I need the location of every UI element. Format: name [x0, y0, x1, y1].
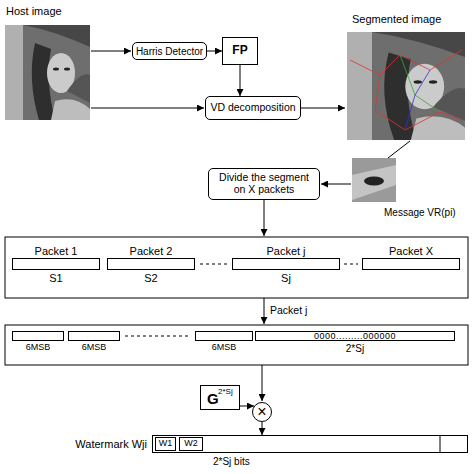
ellipsis-dash: [344, 264, 358, 265]
generator-box: G2*Sj: [200, 385, 240, 410]
connector-arrow: [207, 51, 222, 52]
node-text: W1: [156, 439, 175, 449]
cell-divider: [440, 435, 441, 453]
arrow-label: Packet j: [270, 305, 307, 317]
eye-image: [352, 158, 396, 202]
node-text: Packet X: [353, 245, 469, 257]
multiply-circle: ×: [252, 402, 272, 422]
packet-box: Packet jSj: [232, 258, 340, 270]
segment-lines: [350, 50, 462, 130]
node-text: Divide the segment on X packets: [209, 172, 319, 195]
node-text: Sj: [223, 272, 349, 284]
node-text: 6MSB: [59, 343, 129, 353]
leader-line: [388, 141, 410, 158]
arrow: [321, 184, 351, 185]
segment-line: [415, 70, 430, 95]
arrow: [91, 108, 204, 109]
node-text: S2: [98, 272, 204, 284]
connector-arrow: [240, 406, 254, 407]
ellipsis-dash: [200, 264, 227, 265]
segment-line: [375, 75, 462, 130]
node-text: VD decomposition: [206, 102, 300, 114]
bits-frame: [5, 325, 468, 365]
node-text: S1: [3, 272, 109, 284]
arrow: [301, 108, 345, 109]
node-text: Packet 1: [3, 245, 109, 257]
zero-bits-box: 0000.........0000002*Sj: [255, 331, 455, 341]
arrow: [262, 365, 263, 401]
message-label: Message VR(pi): [384, 207, 456, 218]
arrow: [264, 298, 265, 324]
connector-arrow: [262, 422, 263, 435]
image-label: Segmented image: [352, 13, 441, 25]
process-box: VD decomposition: [205, 96, 301, 120]
arrow: [264, 200, 265, 236]
eye-pupil: [364, 177, 384, 186]
segmented-image: [347, 32, 465, 140]
process-box: Divide the segment on X packets: [208, 168, 320, 200]
watermark-cell: W2: [179, 437, 203, 451]
arrow: [91, 51, 131, 52]
node-text: W2: [180, 439, 202, 449]
process-box: FP: [222, 37, 258, 65]
packet-box: Packet X: [362, 258, 460, 270]
msb-box: 6MSB: [195, 331, 253, 341]
node-text: G: [207, 391, 219, 408]
process-box: Harris Detector: [132, 42, 207, 60]
node-text: 6MSB: [186, 343, 262, 353]
ellipsis-dash: [125, 336, 191, 337]
node-text: 6MSB: [3, 343, 73, 353]
packet-box: Packet 2S2: [107, 258, 195, 270]
node-text: 2*Sj: [246, 343, 464, 354]
node-text: Packet 2: [98, 245, 204, 257]
watermark-bar: Watermark Wji2*Sj bitsW1W2: [152, 435, 468, 453]
eye-segment: [352, 158, 396, 202]
node-text: Packet j: [223, 245, 349, 257]
watermark-cell: W1: [155, 437, 176, 451]
image-label: Host image: [6, 5, 62, 17]
node-text: ×: [253, 403, 271, 421]
eye-skin: [352, 165, 396, 200]
node-text: FP: [223, 44, 257, 57]
connector-arrow: [240, 65, 241, 96]
segment-line: [400, 55, 440, 112]
msb-box: 6MSB: [12, 331, 64, 341]
node-text: Watermark Wji: [75, 438, 147, 450]
node-text: 0000.........000000: [256, 332, 454, 340]
host-image: [5, 25, 90, 120]
msb-box: 6MSB: [68, 331, 120, 341]
node-text: Harris Detector: [133, 46, 206, 57]
packet-box: Packet 1S1: [12, 258, 100, 270]
node-text: 2*Sj bits: [213, 456, 250, 467]
node-text: 2*Sj: [218, 388, 233, 397]
segment-line: [405, 95, 415, 130]
